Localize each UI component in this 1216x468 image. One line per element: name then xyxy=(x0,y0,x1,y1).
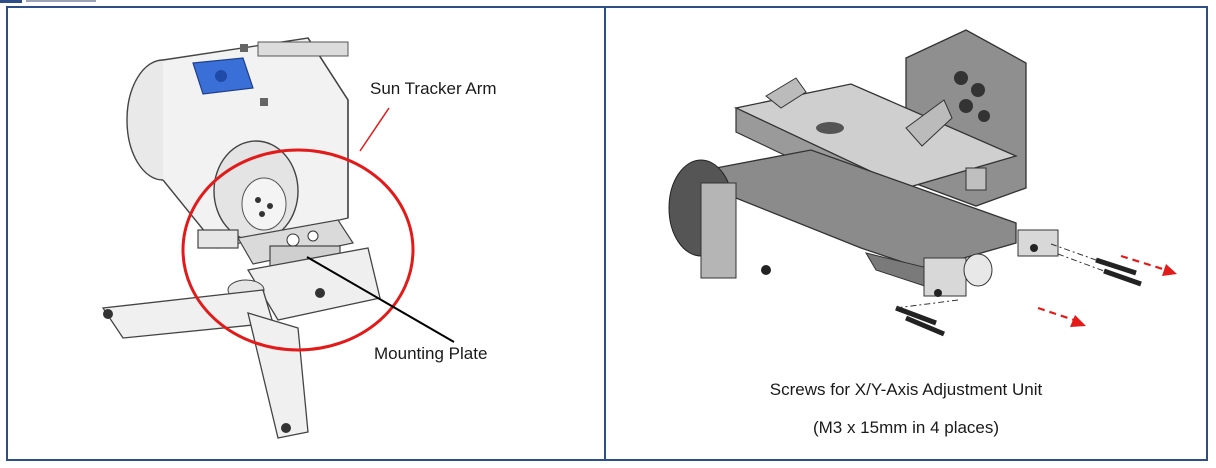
adjustment-unit-drawing xyxy=(668,29,1142,337)
figure-frame xyxy=(6,6,1208,461)
plate-leader-line xyxy=(306,256,455,343)
sun-tracker-illustration xyxy=(101,37,455,439)
right-panel: Screws for X/Y-Axis Adjustment Unit (M3 … xyxy=(606,8,1206,459)
top-edge-fragment xyxy=(0,0,1216,6)
screws-caption-line2: (M3 x 15mm in 4 places) xyxy=(812,418,1000,437)
removal-arrow-upper xyxy=(1120,254,1177,276)
highlight-circle xyxy=(181,148,415,352)
sun-tracker-arm-label: Sun Tracker Arm xyxy=(370,79,497,98)
tracker-arm-drawing xyxy=(126,37,349,249)
arm-leader-line xyxy=(359,107,390,152)
panel-divider xyxy=(604,6,606,461)
removal-arrow-lower xyxy=(1037,306,1086,327)
adjustment-unit-illustration xyxy=(668,29,1177,337)
screws-caption-line1: Screws for X/Y-Axis Adjustment Unit xyxy=(769,380,1043,399)
left-panel: Sun Tracker Arm Mounting Plate xyxy=(8,8,604,459)
mounting-plate-label: Mounting Plate xyxy=(374,344,488,363)
